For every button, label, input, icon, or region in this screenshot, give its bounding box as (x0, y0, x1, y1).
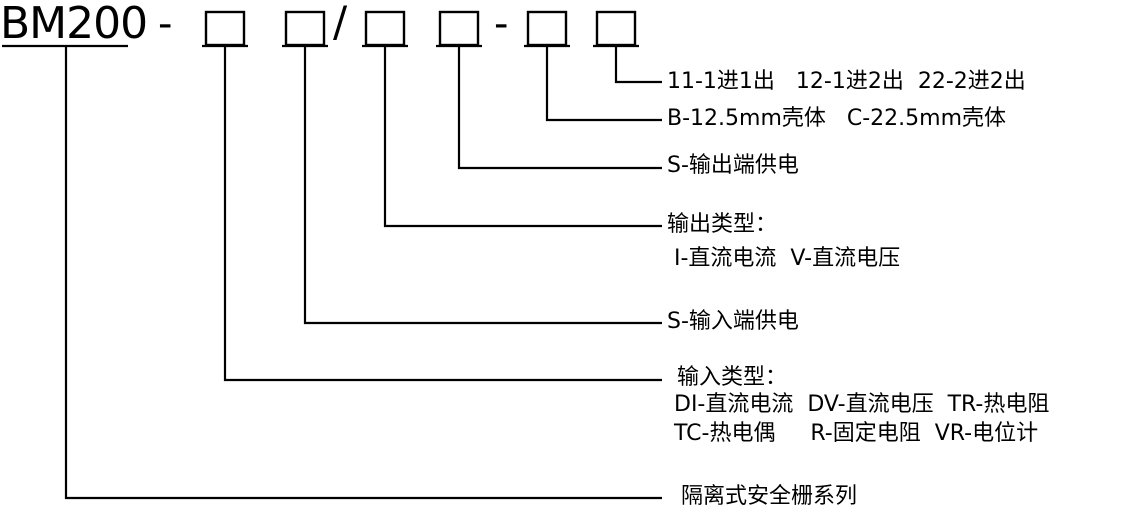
separator-slash: / (333, 0, 348, 46)
code-box-input-power (284, 10, 326, 47)
leader-input-type (223, 47, 662, 382)
leader-io-config (614, 47, 662, 84)
leader-housing (545, 47, 662, 122)
code-box-output-power (438, 10, 480, 47)
label-input-power: S-输入端供电 (667, 309, 799, 334)
separator-dash-2: - (494, 1, 509, 47)
code-box-output-type (364, 10, 406, 47)
model-name: BM200 (0, 0, 148, 49)
label-housing: B-12.5mm壳体 C-22.5mm壳体 (667, 106, 1007, 131)
code-box-housing (526, 10, 568, 47)
code-box-input-type (204, 10, 246, 47)
label-series: 隔离式安全栅系列 (681, 484, 858, 509)
label-input-type-title: 输入类型： (677, 365, 788, 390)
label-output-type-title: 输出类型： (667, 212, 778, 237)
label-input-type-row2: TC-热电偶 R-固定电阻 VR-电位计 (674, 421, 1039, 446)
leader-output-power (457, 47, 662, 170)
label-input-type-row1: DI-直流电流 DV-直流电压 TR-热电阻 (674, 392, 1050, 417)
code-box-io-config (595, 10, 637, 47)
label-output-type-values: I-直流电流 V-直流电压 (674, 246, 901, 271)
separator-dash-1: - (158, 1, 173, 47)
label-output-power: S-输出端供电 (667, 153, 799, 178)
leader-output-type (383, 47, 662, 228)
leader-input-power (303, 47, 662, 325)
leader-series (64, 47, 662, 500)
label-io-config: 11-1进1出 12-1进2出 22-2进2出 (667, 69, 1026, 94)
